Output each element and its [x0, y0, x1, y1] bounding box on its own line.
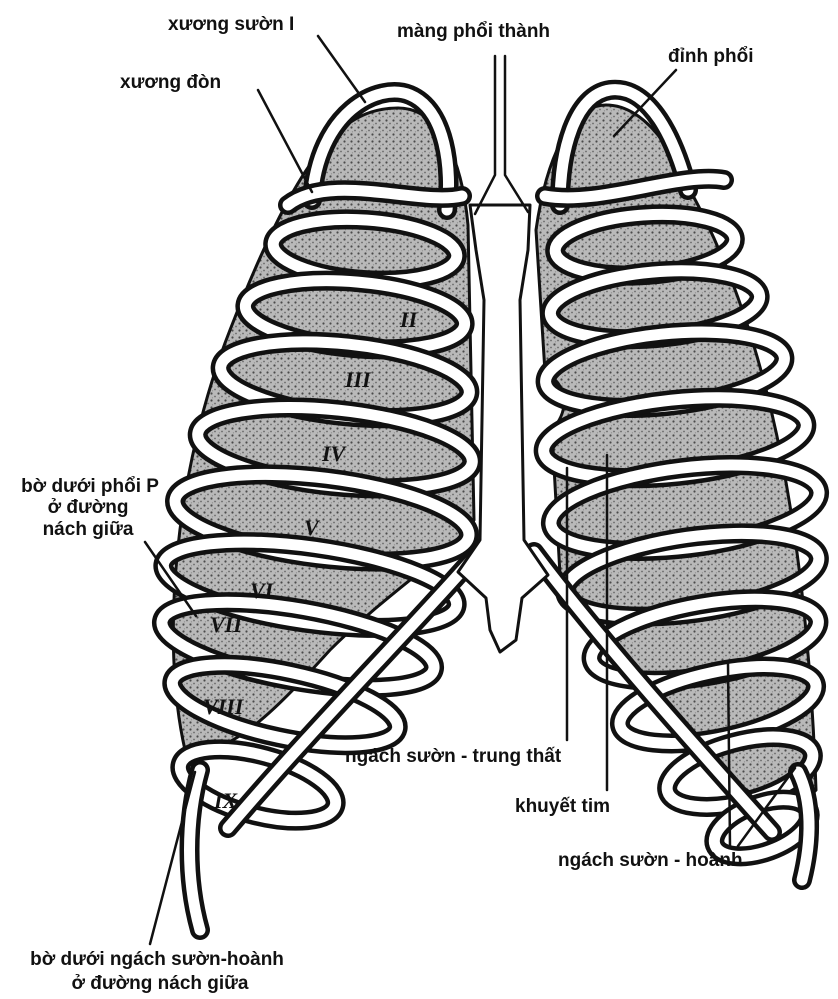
leader-parietal-pleura — [475, 56, 528, 214]
label-lung-apex: đỉnh phổi — [668, 46, 753, 67]
rib-numeral: VII — [210, 612, 243, 637]
label-parietal-pleura: màng phổi thành — [397, 21, 550, 42]
label-clavicle: xương đòn — [120, 72, 221, 93]
leader-first-rib — [318, 36, 365, 102]
rib-numeral: III — [344, 367, 372, 392]
rib-numeral: II — [399, 307, 419, 332]
label-first-rib: xương sườn I — [168, 14, 294, 35]
lower-rib-ends-right — [798, 772, 809, 880]
leader-clavicle — [258, 90, 312, 192]
label-recess-lower-border-line2: ở đường nách giữa — [72, 973, 249, 994]
lower-rib-ends-left — [190, 770, 201, 930]
label-lung-lower-border-line2: ở đường — [48, 497, 129, 518]
label-lung-lower-border-line3: nách giữa — [43, 519, 134, 540]
label-costomediastinal-recess: ngách sườn - trung thất — [345, 746, 562, 767]
rib-numeral: IV — [321, 441, 348, 466]
rib-numeral: IX — [213, 788, 239, 813]
rib-numeral: VIII — [203, 694, 245, 719]
label-recess-lower-border-line1: bờ dưới ngách sườn-hoành — [30, 949, 284, 970]
label-cardiac-notch: khuyết tim — [515, 796, 610, 817]
label-lung-lower-border-line1: bờ dưới phổi P — [21, 476, 159, 497]
label-costodiaphragmatic-recess: ngách sườn - hoành — [558, 850, 743, 871]
rib-numeral: VI — [250, 578, 275, 603]
rib-numeral: V — [304, 515, 321, 540]
